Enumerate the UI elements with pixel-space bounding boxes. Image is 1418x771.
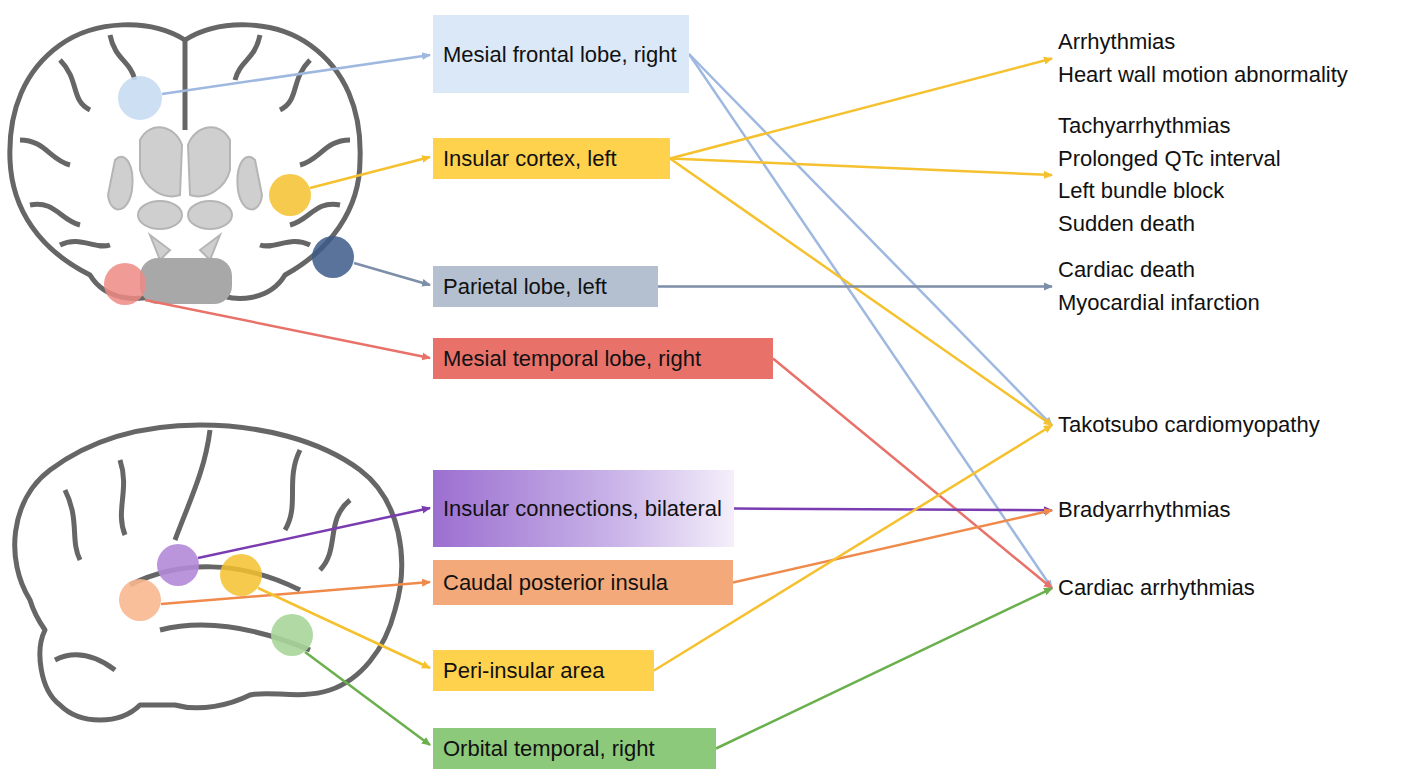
connector-arrow <box>689 54 1052 588</box>
region-dot <box>157 544 199 586</box>
connector-arrow <box>773 359 1052 589</box>
region-label: Peri-insular area <box>443 654 644 687</box>
deep-structures <box>108 127 262 260</box>
lateral-brain <box>15 425 402 720</box>
outcome-text: Prolonged QTc interval <box>1058 143 1281 176</box>
connector-arrow <box>658 285 1052 288</box>
region-box: Mesial temporal lobe, right <box>433 338 773 379</box>
region-dot <box>119 579 161 621</box>
outcome-list: ArrhythmiasHeart wall motion abnormality <box>1058 26 1348 91</box>
region-label: Insular cortex, left <box>443 142 660 175</box>
outcome-text: Arrhythmias <box>1058 26 1348 59</box>
region-label: Caudal posterior insula <box>443 566 723 599</box>
coronal-brain <box>10 25 360 299</box>
region-dot <box>271 614 313 656</box>
region-dot <box>312 236 354 278</box>
leader-arrows <box>145 55 430 745</box>
connector-arrow <box>654 425 1052 670</box>
outcome-list: Cardiac deathMyocardial infarction <box>1058 254 1260 319</box>
outcome-text: Sudden death <box>1058 208 1281 241</box>
connector-arrow <box>670 159 1052 426</box>
region-box: Mesial frontal lobe, right <box>433 15 689 93</box>
region-dot <box>220 554 262 596</box>
region-dot <box>118 76 162 120</box>
outcome-list: Bradyarrhythmias <box>1058 494 1230 527</box>
region-box: Orbital temporal, right <box>433 728 716 769</box>
outcome-text: Heart wall motion abnormality <box>1058 59 1348 92</box>
connector-arrow <box>734 509 1052 511</box>
region-box: Caudal posterior insula <box>433 560 733 605</box>
outcome-text: Bradyarrhythmias <box>1058 494 1230 527</box>
region-box: Peri-insular area <box>433 650 654 691</box>
connector-arrow <box>716 588 1052 748</box>
outcome-text: Cardiac arrhythmias <box>1058 572 1255 605</box>
connector-arrow <box>670 59 1052 159</box>
outcome-text: Takotsubo cardiomyopathy <box>1058 409 1320 442</box>
outcome-text: Cardiac death <box>1058 254 1260 287</box>
region-dot <box>104 263 146 305</box>
region-box: Parietal lobe, left <box>433 266 658 307</box>
brainstem <box>140 258 232 304</box>
region-label: Orbital temporal, right <box>443 732 706 765</box>
region-label: Insular connections, bilateral <box>443 492 724 525</box>
connector-arrow <box>733 510 1052 582</box>
region-label: Mesial frontal lobe, right <box>443 38 679 71</box>
outcome-list: Takotsubo cardiomyopathy <box>1058 409 1320 442</box>
outcome-list: Cardiac arrhythmias <box>1058 572 1255 605</box>
outcome-text: Myocardial infarction <box>1058 287 1260 320</box>
outcome-text: Tachyarrhythmias <box>1058 110 1281 143</box>
outcome-list: TachyarrhythmiasProlonged QTc intervalLe… <box>1058 110 1281 240</box>
connector-arrow <box>670 159 1052 176</box>
region-label: Mesial temporal lobe, right <box>443 342 763 375</box>
region-box: Insular cortex, left <box>433 138 670 179</box>
region-box: Insular connections, bilateral <box>433 470 734 547</box>
region-dot <box>269 174 311 216</box>
outcome-text: Left bundle block <box>1058 175 1281 208</box>
region-label: Parietal lobe, left <box>443 270 648 303</box>
